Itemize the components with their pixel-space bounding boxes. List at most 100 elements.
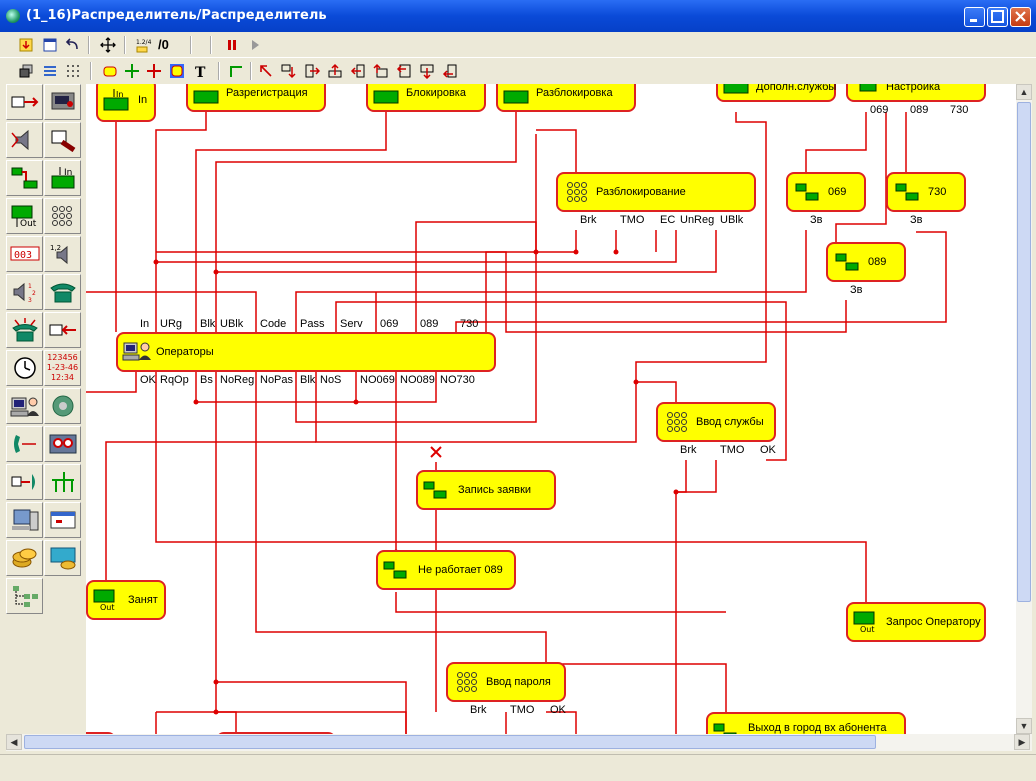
wire-tool-icon[interactable] (226, 61, 246, 81)
list-icon[interactable] (40, 61, 60, 81)
node-exit-city[interactable]: Выход в город вх абонента (706, 712, 906, 734)
arrow-right-icon[interactable] (302, 61, 322, 81)
node-operators[interactable]: Операторы (116, 332, 496, 372)
operator-icon (122, 342, 151, 361)
palette-operator-icon[interactable] (6, 388, 43, 424)
text-tool-icon[interactable]: T (190, 61, 210, 81)
node-service-input[interactable]: Ввод службы (656, 402, 776, 442)
port-ops-blk: Blk (200, 318, 216, 330)
relay-icon (835, 253, 859, 271)
palette-datetime-icon[interactable]: 123456 1-23-46 12:34 (44, 350, 81, 386)
play-icon[interactable] (245, 35, 265, 55)
port-ops-no069: NO069 (360, 374, 395, 386)
arrow-left2-icon[interactable] (394, 61, 414, 81)
node-not-working-089[interactable]: Не работает 089 (376, 550, 516, 590)
move-icon[interactable] (98, 35, 118, 55)
node-operator-request[interactable]: Out Запрос Оператору (846, 602, 986, 642)
palette-speaker2-icon[interactable]: 1,2 (44, 236, 81, 272)
palette-phone-icon[interactable] (44, 274, 81, 310)
node-busy[interactable]: Out Занят (86, 580, 166, 620)
node-unblock[interactable]: Разблокировка (496, 84, 636, 112)
scroll-right-icon[interactable]: ▶ (1014, 734, 1030, 750)
minimize-button[interactable] (964, 7, 985, 27)
page-select-icon[interactable]: 1.2/4 (134, 35, 154, 55)
node-069[interactable]: 069 (786, 172, 866, 212)
scroll-up-icon[interactable]: ▲ (1016, 84, 1032, 100)
palette-receive-icon[interactable] (44, 312, 81, 348)
arrow-up-icon[interactable] (325, 61, 345, 81)
palette-speaker-icon[interactable] (6, 122, 43, 158)
palette-payphone-icon[interactable] (44, 540, 81, 576)
horizontal-scrollbar[interactable]: ◀ ▶ (6, 734, 1032, 751)
node-registration[interactable]: Разрегистрация (186, 84, 326, 112)
palette-transfer-icon[interactable] (6, 84, 43, 120)
node-unblocking[interactable]: Разблокирование (556, 172, 756, 212)
keypad-icon (667, 412, 687, 432)
palette-tape-icon[interactable] (44, 426, 81, 462)
palette-clock-icon[interactable] (6, 350, 43, 386)
block-tool-icon[interactable] (100, 61, 120, 81)
palette-datetime-text: 123456 1-23-46 12:34 (46, 353, 79, 382)
node-089-label: 089 (868, 256, 887, 268)
grid-icon[interactable] (63, 61, 83, 81)
palette-rotary-icon[interactable] (44, 388, 81, 424)
node-password-input[interactable]: Ввод пароля (446, 662, 566, 702)
palette-in-icon[interactable]: In (44, 160, 81, 196)
delete-marker-icon (430, 446, 442, 458)
palette-forward-icon[interactable] (6, 464, 43, 500)
palette-counter-icon[interactable]: 003 (6, 236, 43, 272)
palette-ringing-phone-icon[interactable] (6, 312, 43, 348)
layers-icon[interactable] (16, 61, 36, 81)
port-unblocking-ublk: UBlk (720, 214, 744, 226)
port-ops-pass: Pass (300, 318, 325, 330)
close-button[interactable] (1010, 7, 1031, 27)
save-icon[interactable] (16, 35, 36, 55)
palette-relay-icon[interactable] (6, 160, 43, 196)
window-icon[interactable] (40, 35, 60, 55)
node-record-request[interactable]: Запись заявки (416, 470, 556, 510)
arrow-down-icon[interactable] (279, 61, 299, 81)
node-unblock-label: Разблокировка (536, 87, 613, 99)
palette-computer-icon[interactable] (6, 502, 43, 538)
palette-coins-icon[interactable] (6, 540, 43, 576)
palette-out-icon[interactable]: Out (6, 198, 43, 234)
port-ops-serv: Serv (340, 318, 363, 330)
palette-dialog-icon[interactable] (44, 502, 81, 538)
node-setup-label: Настройка (886, 84, 941, 94)
palette-tree-icon[interactable] (6, 578, 43, 614)
port-089-zv: Зв (850, 284, 863, 296)
vertical-scroll-thumb[interactable] (1017, 102, 1031, 602)
maximize-button[interactable] (987, 7, 1008, 27)
palette-monitor-icon[interactable] (44, 84, 81, 120)
arrow-left3-icon[interactable] (440, 61, 460, 81)
port-ops-089: 089 (420, 318, 439, 330)
node-089[interactable]: 089 (826, 242, 906, 282)
frame-icon[interactable] (167, 61, 187, 81)
vertical-scrollbar[interactable]: ▲ ▼ (1016, 84, 1032, 734)
port-unblocking-brk: Brk (580, 214, 597, 226)
node-in[interactable]: In In (96, 84, 156, 122)
page-label: /0 (158, 37, 169, 52)
palette-handset-icon[interactable] (6, 426, 43, 462)
pause-icon[interactable] (222, 35, 242, 55)
svg-text:In: In (116, 90, 123, 99)
scroll-left-icon[interactable]: ◀ (6, 734, 22, 750)
diagram-canvas[interactable]: In In Разрегистрация Блокировка Разблоки… (86, 84, 1016, 734)
palette-plug-icon[interactable] (44, 122, 81, 158)
node-730[interactable]: 730 (886, 172, 966, 212)
horizontal-scroll-thumb[interactable] (24, 735, 876, 749)
node-block[interactable]: Блокировка (366, 84, 486, 112)
arrow-left-icon[interactable] (348, 61, 368, 81)
scroll-down-icon[interactable]: ▼ (1016, 718, 1032, 734)
palette-keypad-icon[interactable] (44, 198, 81, 234)
arrow-upleft-icon[interactable] (256, 61, 276, 81)
add-green-icon[interactable] (122, 61, 142, 81)
node-extra-services[interactable]: Дополн.службы (716, 84, 836, 102)
arrow-up2-icon[interactable] (371, 61, 391, 81)
add-red-icon[interactable] (144, 61, 164, 81)
arrow-down2-icon[interactable] (417, 61, 437, 81)
palette-branch-icon[interactable] (44, 464, 81, 500)
undo-icon[interactable] (63, 35, 83, 55)
node-setup[interactable]: Настройка (846, 84, 986, 102)
